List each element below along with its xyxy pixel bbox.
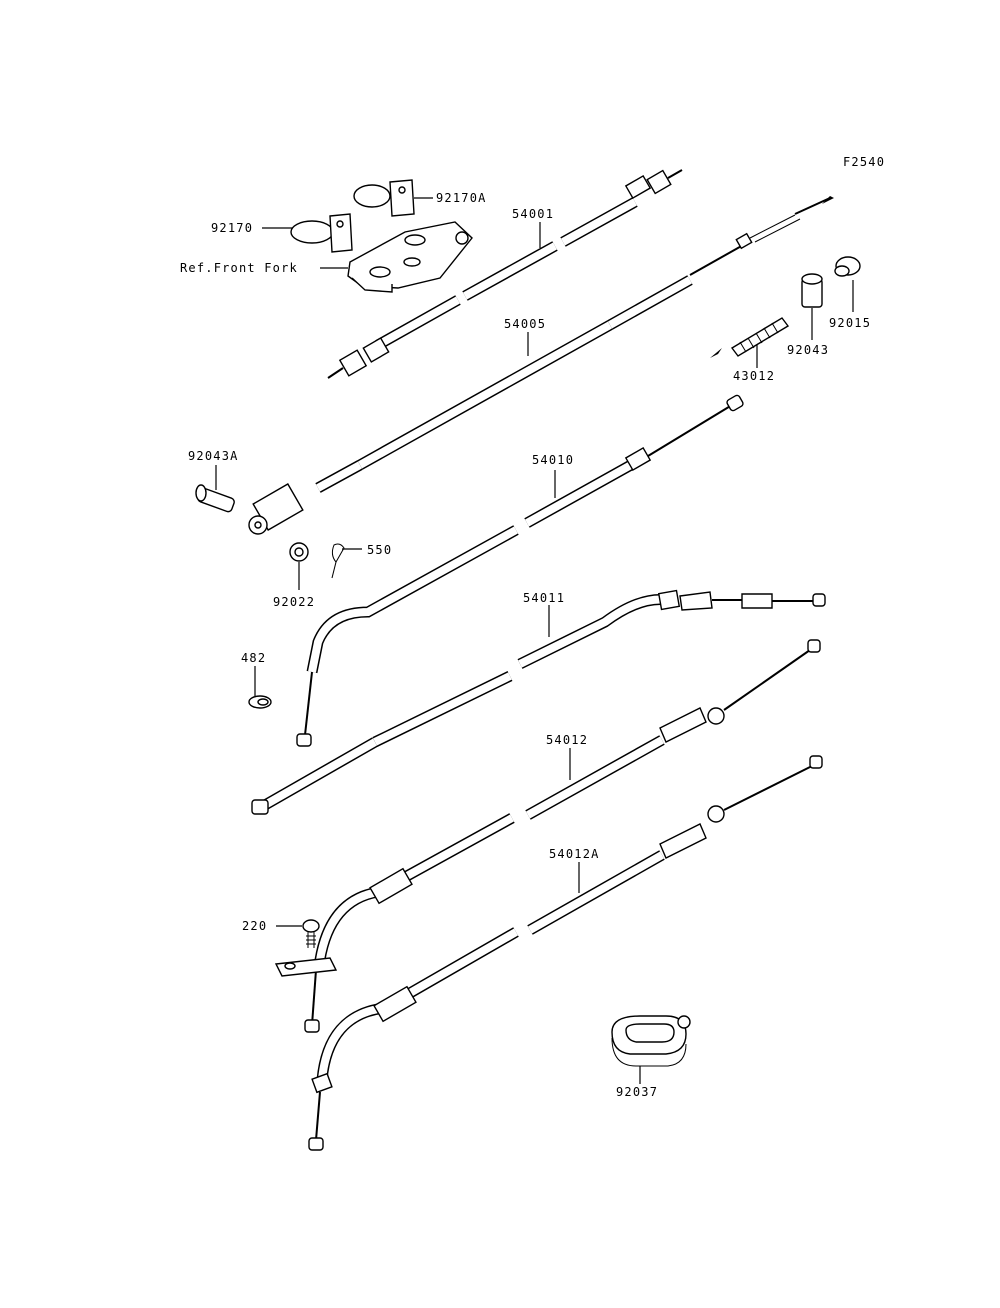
grommet-92037[interactable] — [611, 1015, 691, 1067]
label-92170A: 92170A — [436, 191, 487, 205]
cable-54001[interactable] — [327, 169, 683, 379]
label-482: 482 — [241, 651, 266, 665]
front-fork-bracket — [347, 221, 473, 293]
clamp-92170A[interactable] — [353, 179, 415, 217]
clamp-92170[interactable] — [290, 213, 353, 253]
label-92170: 92170 — [211, 221, 253, 235]
label-92022: 92022 — [273, 595, 315, 609]
cotter-pin-550[interactable] — [331, 543, 345, 579]
label-54012: 54012 — [546, 733, 588, 747]
pin-92043A[interactable] — [195, 484, 235, 513]
figure-code: F2540 — [843, 155, 885, 169]
bolt-220[interactable] — [274, 919, 338, 977]
label-54001: 54001 — [512, 207, 554, 221]
cable-54011[interactable] — [251, 589, 826, 815]
label-550: 550 — [367, 543, 392, 557]
label-92043: 92043 — [787, 343, 829, 357]
label-92015: 92015 — [829, 316, 871, 330]
cable-54012[interactable] — [304, 639, 821, 1033]
label-220: 220 — [242, 919, 267, 933]
label-ref-front-fork: Ref.Front Fork — [180, 261, 298, 275]
boot-43012[interactable] — [710, 317, 790, 358]
bushing-92043[interactable] — [801, 273, 823, 308]
label-54010: 54010 — [532, 453, 574, 467]
cable-54010[interactable] — [296, 394, 744, 747]
label-54012A: 54012A — [549, 847, 600, 861]
washer-92022[interactable] — [289, 542, 309, 562]
label-92037: 92037 — [616, 1085, 658, 1099]
cable-54005[interactable] — [248, 196, 834, 535]
label-54005: 54005 — [504, 317, 546, 331]
nut-92015[interactable] — [834, 256, 861, 277]
label-92043A: 92043A — [188, 449, 239, 463]
label-43012: 43012 — [733, 369, 775, 383]
clip-482[interactable] — [248, 695, 272, 709]
cable-54012A[interactable] — [308, 755, 823, 1151]
label-54011: 54011 — [523, 591, 565, 605]
